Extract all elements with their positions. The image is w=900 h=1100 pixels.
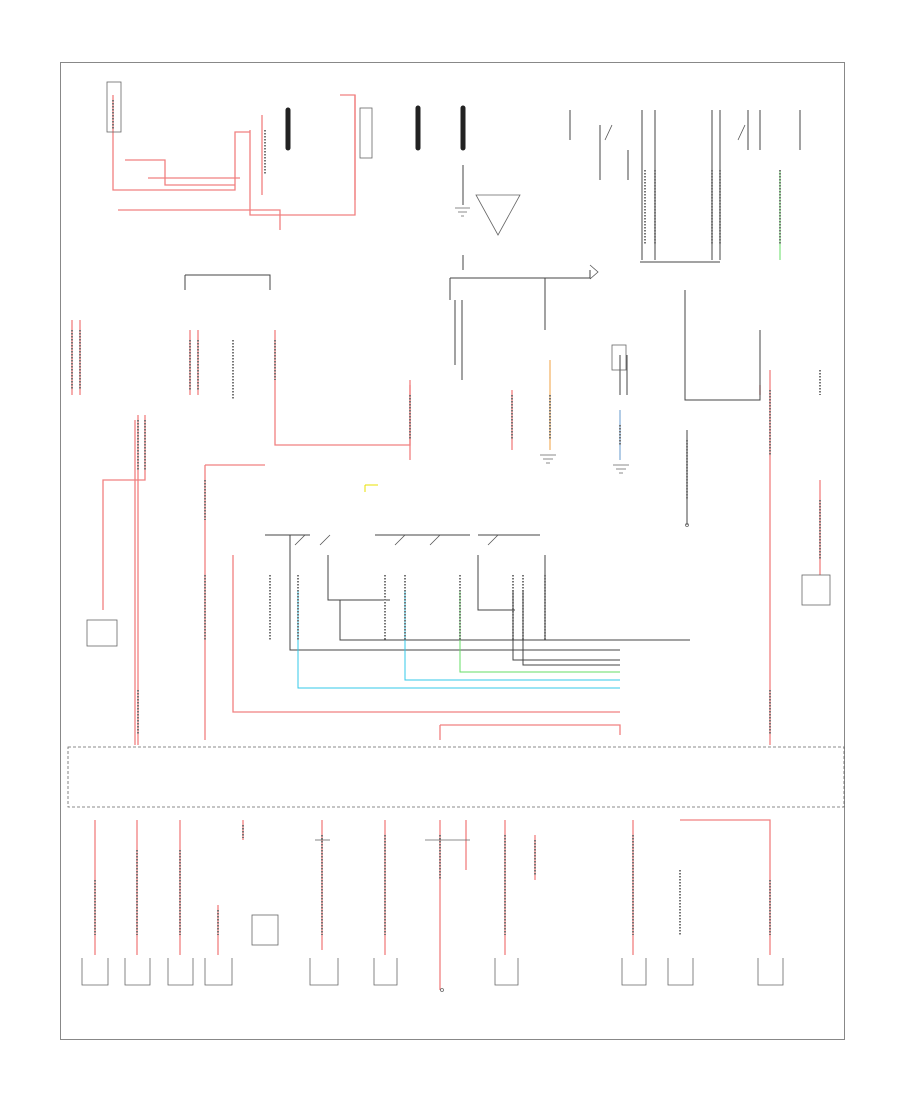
battery-cables <box>285 105 466 151</box>
ground-wires <box>184 110 801 666</box>
component-boxes <box>67 81 845 946</box>
bottom-stubs <box>81 839 784 986</box>
signal-wires <box>297 170 781 689</box>
ground-symbols <box>440 194 689 992</box>
diagram-frame <box>60 62 845 1040</box>
connector-ticks <box>71 100 821 935</box>
switch-symbols <box>294 124 746 546</box>
power-wires <box>71 94 821 990</box>
